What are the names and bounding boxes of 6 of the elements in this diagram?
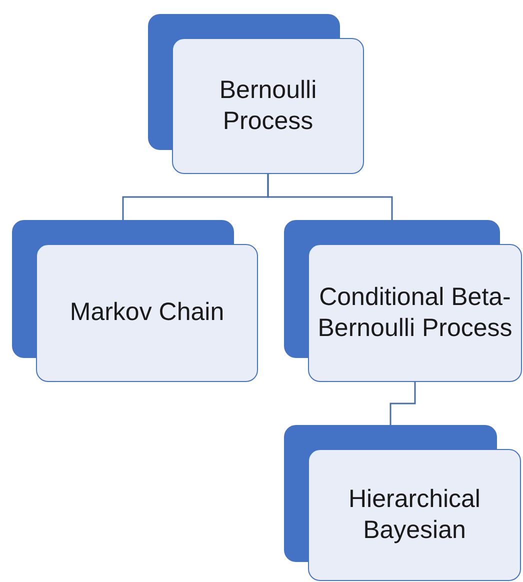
connector-line [267, 174, 393, 220]
node-label: Conditional Beta-Bernoulli Process [316, 282, 514, 344]
node-label: Hierarchical Bayesian [348, 484, 482, 546]
node-label: Bernoulli Process [218, 74, 318, 137]
connector-line [390, 382, 416, 425]
node-label: Markov Chain [68, 297, 226, 328]
